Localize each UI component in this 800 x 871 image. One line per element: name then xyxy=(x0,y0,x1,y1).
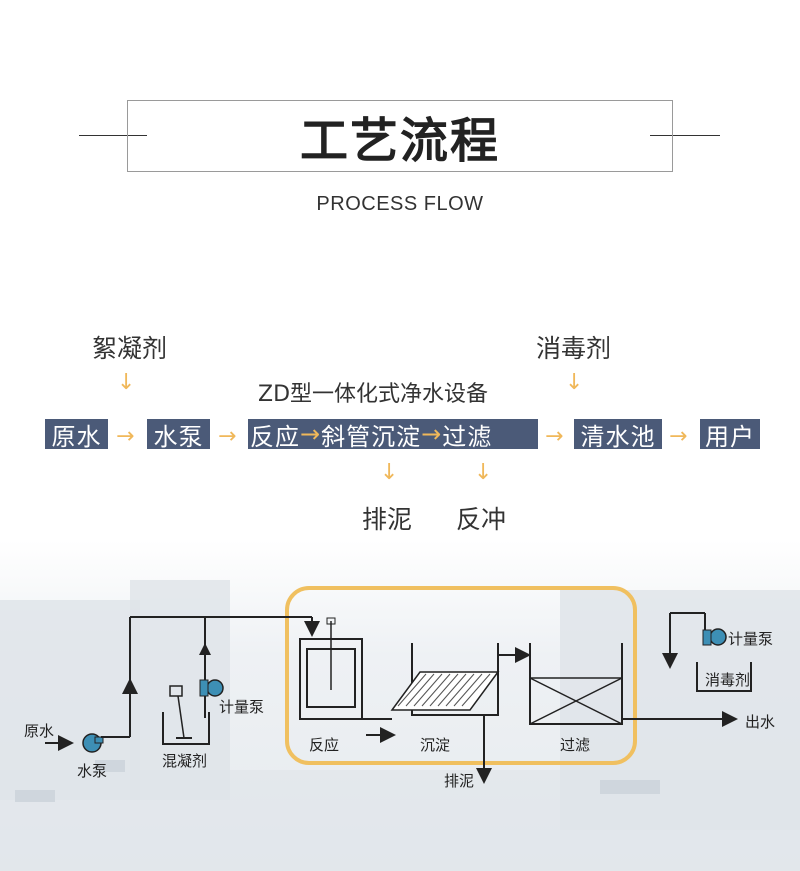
step-pump: 水泵 xyxy=(147,419,210,451)
coagulant-tank xyxy=(162,712,210,745)
disinfectant-tank xyxy=(696,662,752,692)
sedimentation-tank xyxy=(411,643,499,716)
down-arrow-icon: ↓ xyxy=(117,370,136,395)
right-arrow-icon: → xyxy=(669,424,688,449)
diagram-dosing-pump-left-label: 计量泵 xyxy=(219,698,265,716)
diagram-sludge-label: 排泥 xyxy=(444,772,475,790)
right-arrow-icon: → xyxy=(421,420,443,448)
page-title: 工艺流程 xyxy=(299,113,500,169)
diagram-pump-label: 水泵 xyxy=(77,762,108,780)
right-arrow-icon: → xyxy=(545,424,564,449)
diagram-raw-water-label: 原水 xyxy=(24,722,55,740)
diagram-filtration-label: 过滤 xyxy=(560,736,591,754)
step-reaction: 反应 xyxy=(250,422,300,451)
right-arrow-icon: → xyxy=(300,420,322,448)
title-frame xyxy=(127,100,673,172)
disinfectant-pump-icon xyxy=(709,628,727,646)
output-backwash: 反冲 xyxy=(456,505,507,534)
diagram-sedimentation-label: 沉淀 xyxy=(420,736,451,754)
right-arrow-icon: → xyxy=(116,424,135,449)
title-right-rule xyxy=(650,135,720,136)
diagram-coagulant-label: 混凝剂 xyxy=(162,752,208,770)
diagram-dosing-pump-right-label: 计量泵 xyxy=(728,630,774,648)
dosing-pump-icon xyxy=(206,679,224,697)
title-left-rule xyxy=(79,135,147,136)
down-arrow-icon: ↓ xyxy=(474,460,493,485)
diagram-reaction-label: 反应 xyxy=(309,736,340,754)
equipment-caption: ZD型一体化式净水设备 xyxy=(258,382,489,407)
down-arrow-icon: ↓ xyxy=(565,370,584,395)
process-diagram: 原水 水泵 混凝剂 计量泵 反应 沉淀 过滤 排泥 计量泵 消毒剂 出水 xyxy=(0,560,800,820)
diagram-outlet-label: 出水 xyxy=(745,713,776,731)
coagulant-label: 絮凝剂 xyxy=(92,334,168,363)
step-raw-water: 原水 xyxy=(45,419,108,451)
page-subtitle: PROCESS FLOW xyxy=(316,193,484,215)
filter-tank xyxy=(529,643,623,725)
right-arrow-icon: → xyxy=(218,424,237,449)
down-arrow-icon: ↓ xyxy=(380,460,399,485)
step-sedimentation: 斜管沉淀 xyxy=(321,422,422,451)
equipment-highlight-frame xyxy=(285,586,637,765)
diagram-disinfectant-label: 消毒剂 xyxy=(705,671,751,689)
disinfectant-label: 消毒剂 xyxy=(536,334,612,363)
step-user: 用户 xyxy=(700,419,760,451)
step-filtration: 过滤 xyxy=(442,422,493,451)
step-clear-water-tank: 清水池 xyxy=(574,419,662,451)
process-diagram-drawing xyxy=(45,586,752,784)
output-sludge: 排泥 xyxy=(362,505,413,534)
background-factory-scene xyxy=(0,540,800,871)
step-equipment-group: 反应 → 斜管沉淀 → 过滤 xyxy=(248,419,538,451)
